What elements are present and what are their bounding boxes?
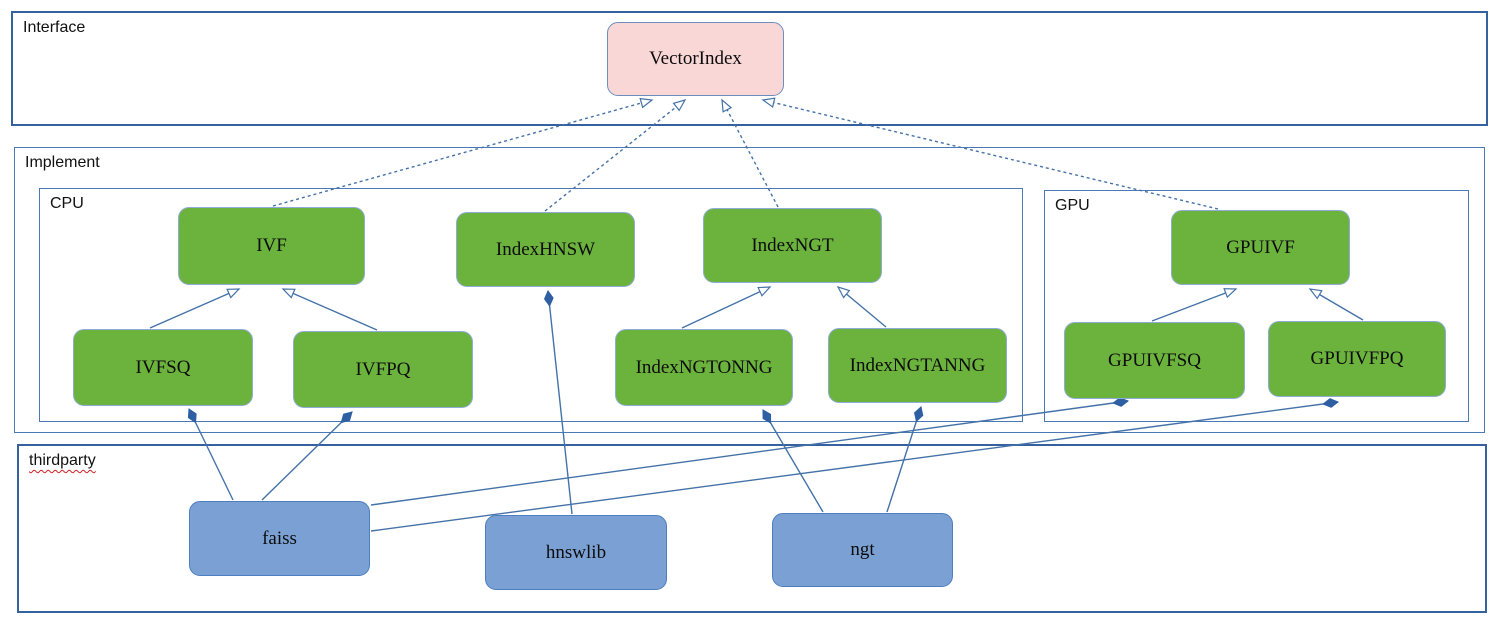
node-IndexNGT-label: IndexNGT [751,234,834,256]
node-GPUIVFPQ: GPUIVFPQ [1268,321,1446,397]
node-ngt-label: ngt [850,539,875,560]
node-IndexNGT: IndexNGT [703,208,882,283]
edge-IndexNGTONNG-IndexNGT-generalization [681,287,770,329]
edge-faiss-IVFPQ-composition [261,411,353,501]
container-cpu-label: CPU [50,195,84,212]
node-IVF: IVF [178,207,365,285]
node-GPUIVF: GPUIVF [1171,210,1350,285]
edge-IndexNGT-VectorIndex-realization [722,100,779,208]
node-IndexHNSW-label: IndexHNSW [495,238,596,260]
edge-IVFSQ-IVF-generalization [149,288,239,329]
node-IndexNGTANNG: IndexNGTANNG [828,328,1007,403]
edge-faiss-IVFSQ-composition [187,408,234,501]
node-IVFSQ: IVFSQ [73,329,253,406]
edge-hnswlib-IndexHNSW-composition [543,290,573,515]
node-VectorIndex-label: VectorIndex [649,48,742,69]
edge-GPUIVFPQ-GPUIVF-generalization [1310,289,1364,321]
edge-ngt-IndexNGTONNG-composition [762,409,824,513]
edge-faiss-GPUIVFPQ-composition [370,398,1339,532]
node-GPUIVF-label: GPUIVF [1226,236,1295,258]
node-IVFPQ: IVFPQ [293,331,473,408]
container-implement: Implement [14,147,1485,433]
edge-faiss-GPUIVFSQ-composition [370,397,1129,506]
node-hnswlib: hnswlib [485,515,667,590]
edge-GPUIVF-VectorIndex-realization [763,100,1219,210]
edge-IndexNGTANNG-IndexNGT-generalization [838,287,887,328]
edge-IndexHNSW-VectorIndex-realization [544,100,685,212]
node-GPUIVFPQ-label: GPUIVFPQ [1310,348,1404,369]
container-thirdparty: thirdparty [17,444,1487,613]
node-VectorIndex: VectorIndex [607,22,784,96]
node-faiss-label: faiss [262,527,297,549]
container-interface-label: Interface [23,19,86,36]
node-faiss: faiss [189,501,370,576]
container-interface: Interface [11,11,1488,126]
edge-IVF-VectorIndex-realization [272,100,652,207]
node-IndexNGTANNG-label: IndexNGTANNG [849,354,986,376]
edge-IVFPQ-IVF-generalization [283,288,378,331]
node-IVFPQ-label: IVFPQ [355,358,411,380]
container-thirdparty-label: thirdparty [29,452,96,469]
node-IndexNGTONNG-label: IndexNGTONNG [635,356,773,378]
container-cpu: CPU [39,188,1023,422]
node-IndexNGTONNG: IndexNGTONNG [615,329,793,406]
edge-GPUIVFSQ-GPUIVF-generalization [1151,289,1236,322]
container-gpu: GPU [1044,190,1469,422]
edge-ngt-IndexNGTANNG-composition [886,406,924,513]
node-GPUIVFSQ: GPUIVFSQ [1064,322,1245,399]
node-hnswlib-label: hnswlib [545,541,607,563]
node-ngt: ngt [772,513,953,587]
container-gpu-label: GPU [1055,197,1090,214]
node-IVFSQ-label: IVFSQ [135,356,191,378]
node-GPUIVFSQ-label: GPUIVFSQ [1108,349,1201,371]
container-implement-label: Implement [25,154,100,171]
node-IndexHNSW: IndexHNSW [456,212,635,287]
node-IVF-label: IVF [256,235,287,256]
